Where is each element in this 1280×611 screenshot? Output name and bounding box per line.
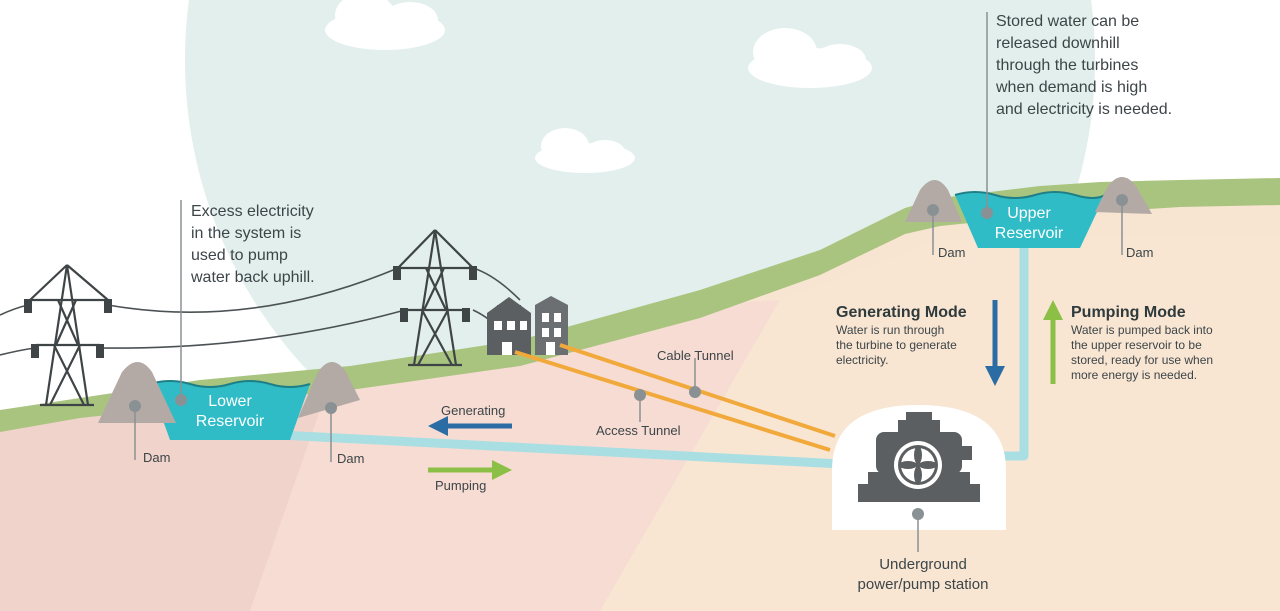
- clouds: [325, 0, 872, 173]
- generating-mode-arrow: [985, 366, 1005, 386]
- callout-line: water back uphill.: [191, 269, 315, 286]
- pylon-right: [397, 229, 474, 367]
- access-tunnel-label: Access Tunnel: [596, 423, 681, 438]
- pumping-mode-description: Water is pumped back into the upper rese…: [1071, 323, 1213, 383]
- callout-line: and electricity is needed.: [996, 101, 1173, 118]
- mode-desc-line: Water is run through: [836, 323, 945, 337]
- generating-flow-arrow: [428, 416, 448, 436]
- generating-mode-block: Generating Mode Water is run through the…: [836, 303, 967, 368]
- dam-shape: [98, 362, 176, 423]
- reservoir-label-line: Reservoir: [195, 413, 265, 430]
- dam-shape: [298, 362, 360, 418]
- callout-line: released downhill: [996, 35, 1120, 52]
- pylon-right-insulators: [393, 266, 477, 322]
- stored-water-callout: Stored water can be released downhill th…: [996, 11, 1172, 121]
- dam-label: Dam: [1126, 245, 1154, 260]
- reservoir-label-line: Lower: [208, 393, 252, 410]
- pumping-flow-label: Pumping: [435, 478, 487, 493]
- dam-label: Dam: [143, 450, 171, 465]
- mode-desc-line: more energy is needed.: [1071, 368, 1198, 382]
- callout-line: Excess electricity: [191, 203, 314, 220]
- reservoir-label-line: Upper: [1007, 205, 1051, 222]
- leader-dots: [129, 194, 1128, 520]
- mode-desc-line: stored, ready for use when: [1071, 353, 1214, 367]
- cable-tunnel-label: Cable Tunnel: [657, 348, 734, 363]
- pumping-flow-arrow: [492, 460, 512, 480]
- pumping-mode-arrow: [1043, 300, 1063, 320]
- mode-desc-line: Water is pumped back into: [1071, 323, 1213, 337]
- reservoir-label-line: Reservoir: [994, 225, 1064, 242]
- pylon-left: [29, 264, 109, 407]
- access-tunnel-line: [514, 350, 831, 452]
- dam-shape: [905, 180, 962, 222]
- buildings: [487, 296, 568, 355]
- cloud: [535, 128, 635, 173]
- flow-arrows: [428, 300, 1063, 480]
- callout-line: through the turbines: [996, 57, 1139, 74]
- pumping-mode-block: Pumping Mode Water is pumped back into t…: [1071, 303, 1213, 383]
- lower-reservoir-label: Lower Reservoir: [180, 392, 280, 432]
- generating-mode-description: Water is run through the turbine to gene…: [836, 323, 967, 368]
- lower-pipe: [279, 430, 881, 471]
- dam-label: Dam: [938, 245, 966, 260]
- mode-desc-line: electricity.: [836, 353, 889, 367]
- pylon-left-insulators: [24, 299, 112, 358]
- mode-desc-line: the turbine to generate: [836, 338, 957, 352]
- station-label-line: Underground: [879, 556, 967, 573]
- cloud: [748, 28, 872, 88]
- mode-desc-line: the upper reservoir to be: [1071, 338, 1202, 352]
- excess-electricity-callout: Excess electricity in the system is used…: [191, 201, 315, 289]
- callout-line: used to pump: [191, 247, 288, 264]
- leader-lines: [134, 12, 1123, 552]
- generating-mode-title: Generating Mode: [836, 304, 967, 321]
- generating-flow-label: Generating: [441, 403, 506, 418]
- cloud: [325, 0, 445, 50]
- lower-reservoir: [98, 362, 360, 440]
- callout-line: in the system is: [191, 225, 302, 242]
- callout-line: when demand is high: [996, 79, 1148, 96]
- pumping-mode-title: Pumping Mode: [1071, 304, 1186, 321]
- callout-line: Stored water can be: [996, 13, 1140, 30]
- station-label-line: power/pump station: [857, 576, 989, 593]
- dam-label: Dam: [337, 451, 365, 466]
- power-station: [832, 405, 1006, 530]
- station-label: Underground power/pump station: [838, 555, 1008, 595]
- upper-reservoir-label: Upper Reservoir: [979, 204, 1079, 244]
